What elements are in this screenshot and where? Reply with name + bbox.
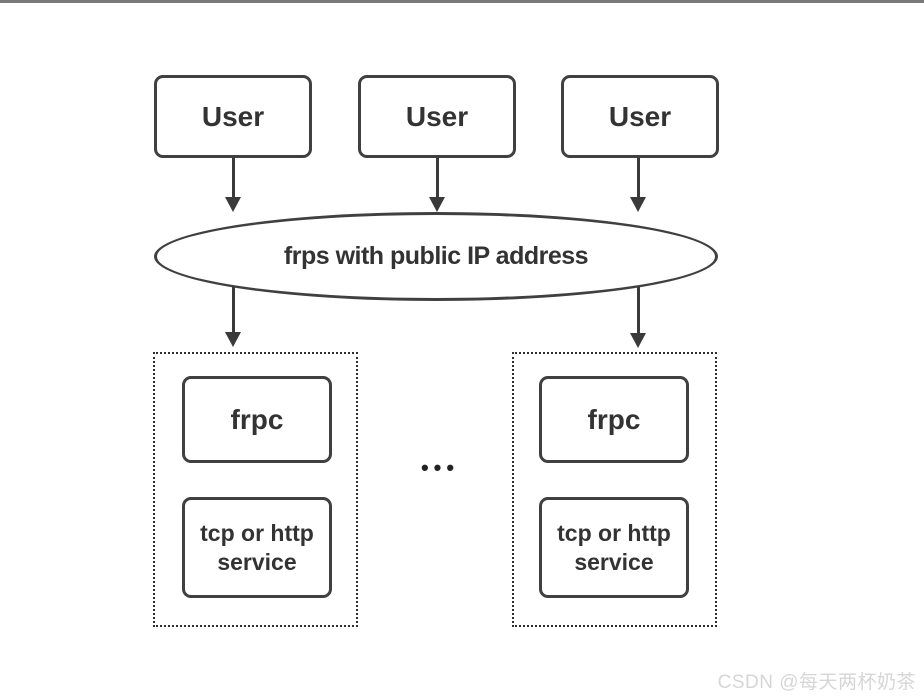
arrow-shaft — [232, 158, 235, 198]
user-label: User — [608, 100, 672, 132]
service-label: tcp or http service — [557, 519, 671, 575]
frpc-box-2: frpc — [539, 376, 689, 463]
arrow-head-icon — [429, 197, 445, 212]
arrow-shaft — [232, 287, 235, 333]
arrow-head-icon — [225, 332, 241, 347]
arrow-shaft — [436, 158, 439, 198]
frpc-label: frpc — [587, 403, 641, 435]
arrow-head-icon — [630, 333, 646, 348]
user-box-2: User — [358, 75, 516, 158]
arrow-user1-to-frps — [225, 158, 242, 212]
arrow-user3-to-frps — [630, 158, 647, 212]
arrow-frps-to-client1 — [225, 287, 242, 347]
frps-label: frps with public IP address — [283, 242, 589, 270]
arrow-shaft — [637, 287, 640, 334]
user-box-3: User — [561, 75, 719, 158]
user-box-1: User — [154, 75, 312, 158]
arrow-shaft — [637, 158, 640, 198]
more-clients-ellipsis: ••• — [420, 455, 460, 480]
user-label: User — [201, 100, 265, 132]
arrow-head-icon — [225, 197, 241, 212]
arrow-frps-to-client2 — [630, 287, 647, 348]
frpc-label: frpc — [230, 403, 284, 435]
service-box-1: tcp or http service — [182, 497, 332, 598]
service-label: tcp or http service — [200, 519, 314, 575]
csdn-watermark: CSDN @每天两杯奶茶 — [717, 672, 916, 693]
frps-server-ellipse: frps with public IP address — [154, 212, 718, 301]
service-box-2: tcp or http service — [539, 497, 689, 598]
user-label: User — [405, 100, 469, 132]
arrow-head-icon — [630, 197, 646, 212]
top-divider-line — [0, 0, 924, 3]
frpc-box-1: frpc — [182, 376, 332, 463]
arrow-user2-to-frps — [429, 158, 446, 212]
